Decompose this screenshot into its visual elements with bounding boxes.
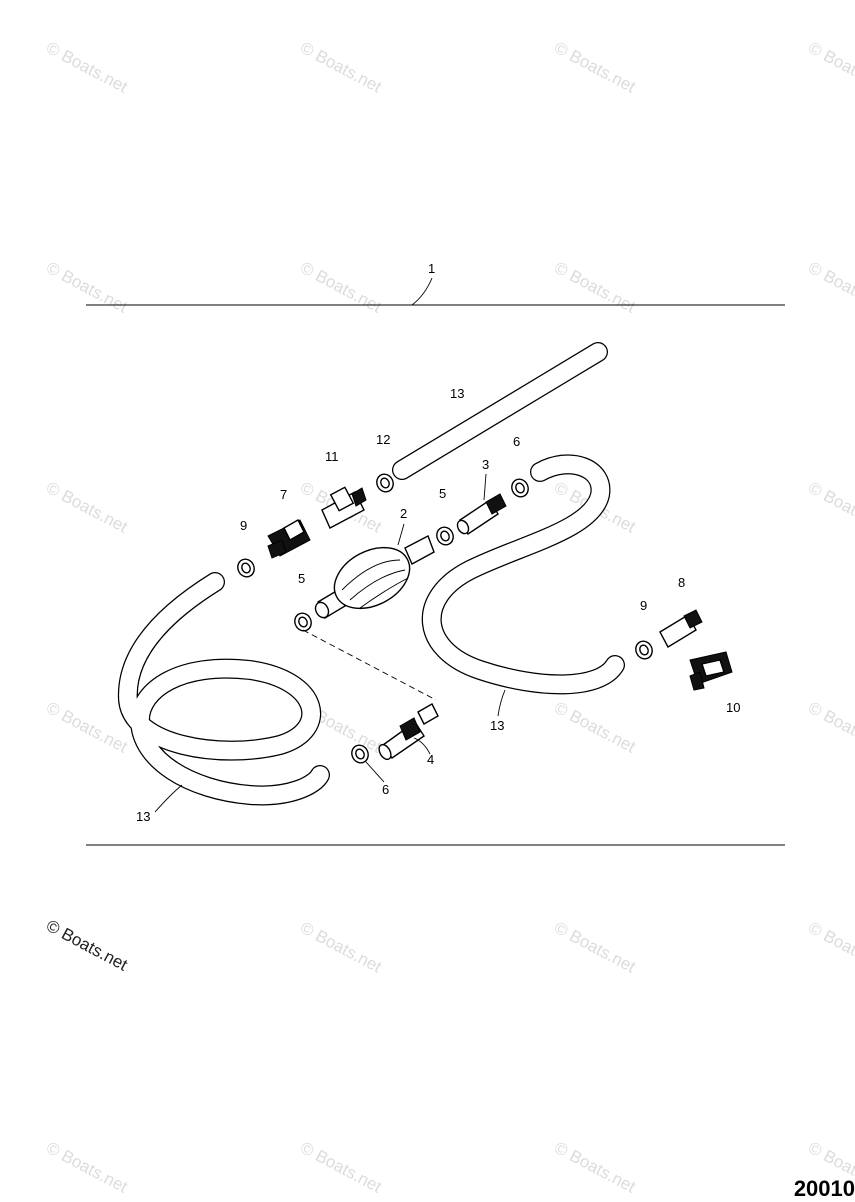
leader-lines [154,277,506,813]
fuel-connector-7 [267,519,311,559]
callout-7: 7 [280,487,287,502]
callout-1: 1 [428,261,435,276]
callout-3: 3 [482,457,489,472]
primer-bulb [314,535,435,620]
callout-9-right: 9 [640,598,647,613]
hose-clamp-12 [376,473,394,493]
assembly-dashed-line [302,629,437,701]
hose-clamp-6b [351,744,369,764]
callout-10: 10 [726,700,740,715]
fuel-fitting-8 [659,609,703,648]
callout-13-top: 13 [450,386,464,401]
hose-clamp-5a [436,526,454,546]
callout-11: 11 [325,449,339,464]
right-coiled-fuel-hose [421,454,625,695]
callout-9-left: 9 [240,518,247,533]
callout-6-top: 6 [513,434,520,449]
fuel-fitting-4 [378,703,439,761]
figure-number: 20010 [793,1176,855,1201]
fuel-fitting-3 [456,493,507,535]
callout-2: 2 [400,506,407,521]
callout-8: 8 [678,575,685,590]
hose-clamp-9b [635,640,653,660]
callout-5-right: 5 [439,486,446,501]
callout-13-right: 13 [490,718,504,733]
hose-clamp-5b [294,612,312,632]
hose-clamp-9a [237,558,255,578]
check-valve-11 [321,486,367,529]
fuel-connector-10 [689,651,733,691]
callout-12: 12 [376,432,390,447]
callout-13-left: 13 [136,809,150,824]
straight-fuel-hose [392,342,608,480]
callout-4: 4 [427,752,434,767]
callout-5-left: 5 [298,571,305,586]
left-coiled-fuel-hose [117,572,330,806]
hose-clamp-6a [511,478,529,498]
callout-6-bottom: 6 [382,782,389,797]
